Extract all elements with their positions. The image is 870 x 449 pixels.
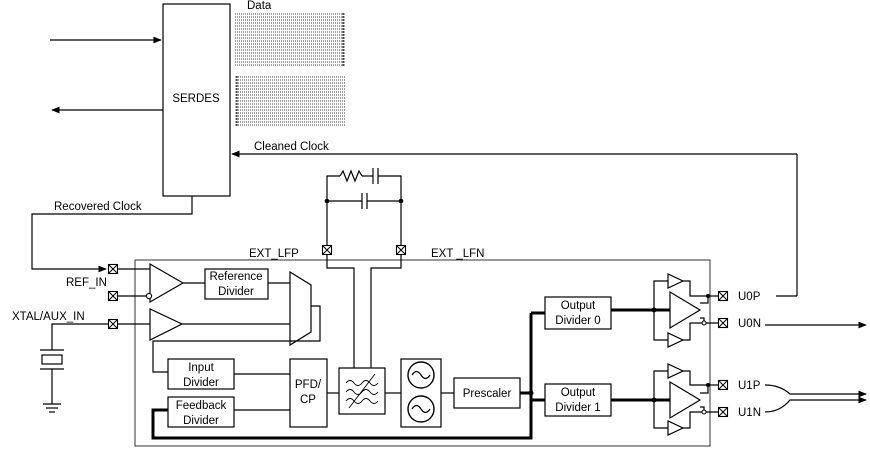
ref-in-buffer — [149, 262, 185, 304]
ext-lfp-label: EXT_LFP — [249, 248, 299, 260]
pfd-cp-label-1: PFD/ — [295, 379, 322, 391]
input-divider-label-2: Divider — [183, 377, 219, 389]
ext-lfn-label: EXT _LFN — [431, 248, 484, 260]
u1n-label: U1N — [738, 407, 761, 419]
xtal-buffer — [149, 308, 184, 341]
oscillator-icon — [407, 361, 435, 423]
chip-boundary — [134, 259, 711, 447]
ext-lfp-pin — [321, 244, 333, 256]
u0p-label: U0P — [738, 291, 761, 303]
u1p-output-arrow — [764, 384, 867, 398]
output-divider-0-label-1: Output — [561, 300, 596, 312]
serdes-label: SERDES — [172, 93, 220, 105]
u1p-pin — [717, 379, 729, 391]
u1n-output-arrow — [764, 396, 867, 413]
feedback-bus — [151, 313, 533, 440]
feedback-divider-block — [167, 396, 235, 428]
ref-in-p-pin — [107, 263, 119, 275]
input-mux — [289, 270, 312, 347]
ref-in-label: REF_IN — [66, 277, 107, 289]
reference-divider-label-2: Divider — [218, 286, 254, 298]
output-divider-0-label-2: Divider 0 — [555, 315, 600, 327]
recovered-clock-label: Recovered Clock — [54, 201, 142, 213]
u1n-pin — [717, 406, 729, 418]
feedback-divider-label-2: Divider — [183, 415, 219, 427]
output-divider-1-label-1: Output — [561, 387, 596, 399]
reference-divider-block — [204, 268, 269, 300]
xtal-aux-in-label: XTAL/AUX_IN — [12, 311, 85, 323]
pfd-cp-label-2: CP — [300, 394, 316, 406]
input-divider-block — [167, 358, 235, 390]
crystal-symbol — [40, 323, 108, 413]
feedback-divider-label-1: Feedback — [176, 400, 227, 412]
lowpass-filter-icon — [345, 373, 379, 409]
u1p-label: U1P — [738, 380, 761, 392]
prescaler-label: Prescaler — [463, 388, 512, 400]
serdes-block — [162, 3, 231, 197]
pfd-cp-block — [289, 358, 328, 428]
u0n-pin — [717, 317, 729, 329]
input-divider-label-1: Input — [188, 362, 214, 374]
u0n-label: U0N — [738, 318, 761, 330]
output-driver-0 — [611, 273, 718, 348]
output-driver-1 — [611, 363, 718, 436]
data-label: Data — [247, 0, 272, 12]
data-bus-lines — [234, 12, 346, 127]
recovered-clock-wire — [31, 196, 193, 273]
cleaned-clock-label: Cleaned Clock — [254, 141, 329, 153]
external-loop-filter — [324, 168, 404, 248]
output-divider-0-block — [544, 296, 612, 330]
output-divider-1-block — [544, 383, 612, 417]
xtal-aux-in-pin — [107, 318, 119, 330]
u0p-pin — [717, 290, 729, 302]
output-divider-1-label-2: Divider 1 — [555, 402, 600, 414]
ext-lfn-pin — [395, 244, 407, 256]
reference-divider-label-1: Reference — [209, 271, 262, 283]
ref-in-n-pin — [107, 290, 119, 302]
